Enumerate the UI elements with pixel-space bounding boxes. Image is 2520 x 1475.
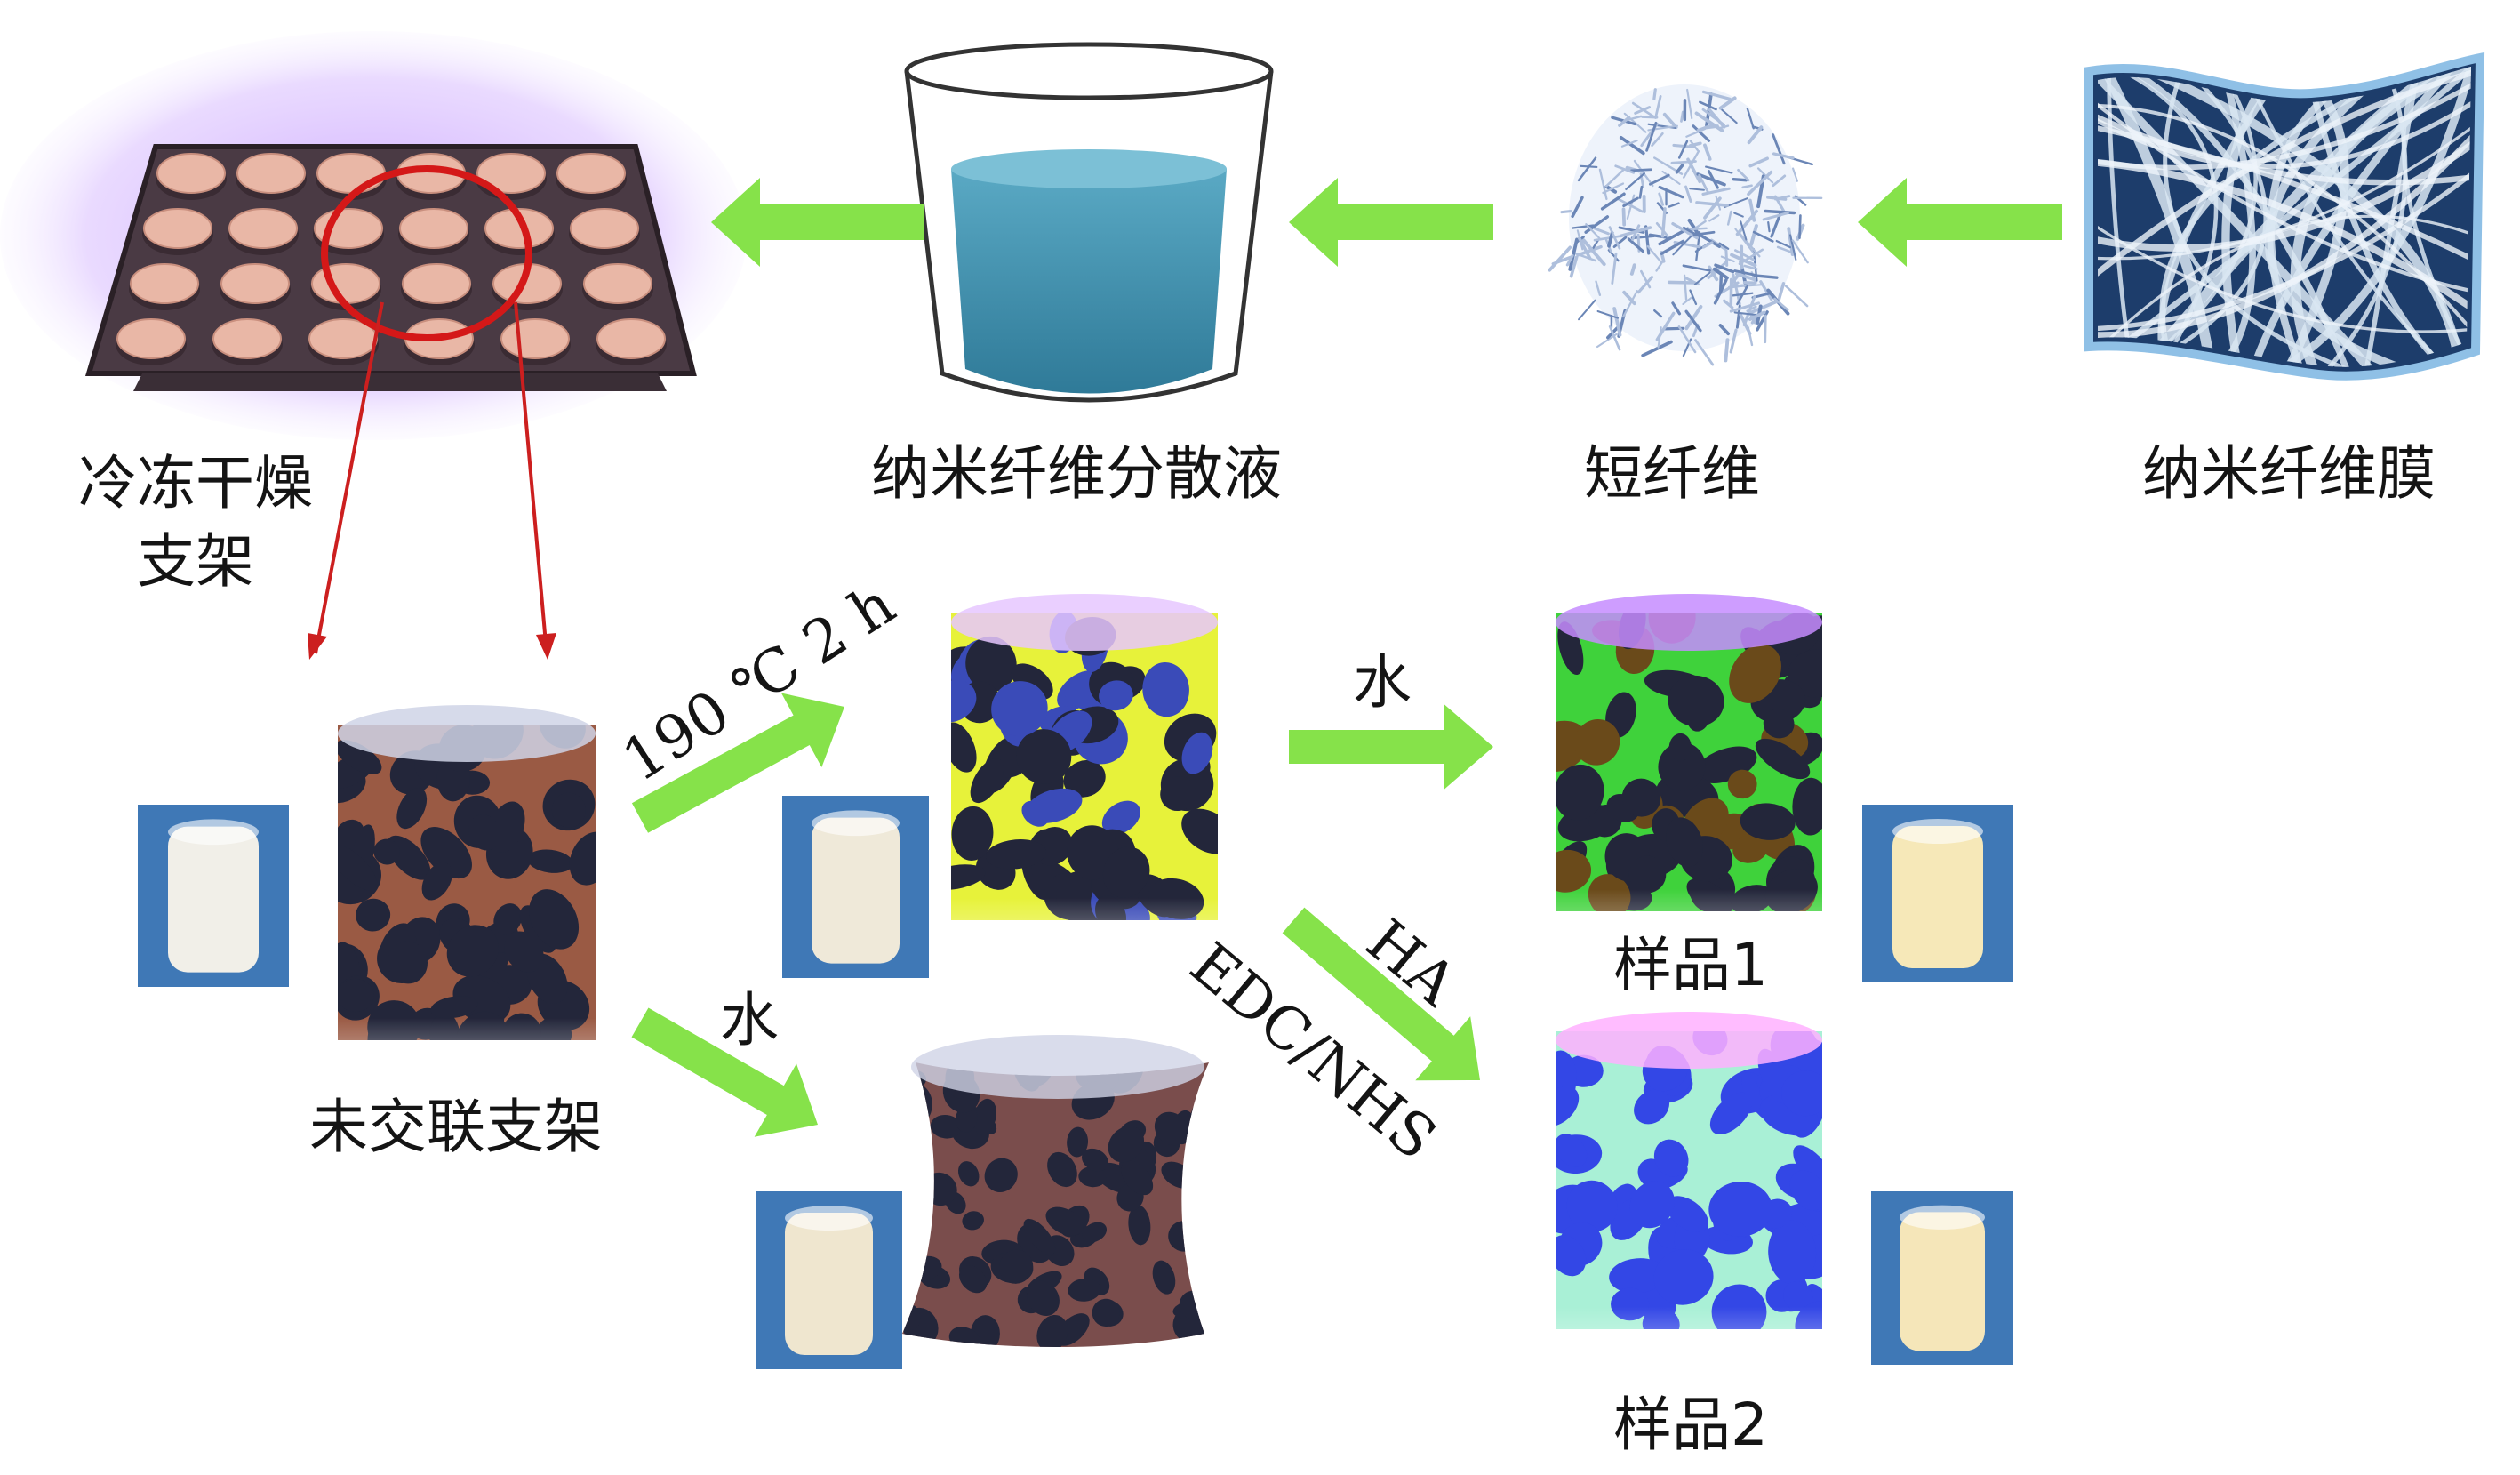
lyophilized-tray <box>0 31 747 440</box>
arrow-label-water-uncrosslinked: 水 <box>720 991 779 1050</box>
label-lyophilized-scaffold: 冷冻干燥支架 <box>62 445 329 601</box>
label-nanofiber-membrane: 纳米纤维膜 <box>2142 445 2436 503</box>
dispersion-beaker <box>907 44 1271 400</box>
short-fibers-clump <box>1549 84 1821 365</box>
collapsed-scaffold <box>892 1035 1229 1357</box>
sample2-cylinder <box>1530 1012 1853 1414</box>
label-sample-2: 样品2 <box>1613 1396 1768 1455</box>
label-sample-1: 样品1 <box>1613 936 1768 995</box>
top-arrows <box>711 178 2062 267</box>
label-nanofiber-dispersion: 纳米纤维分散液 <box>871 445 1282 503</box>
uncrosslinked-cylinder <box>314 695 621 1125</box>
heated-cylinder <box>921 594 1244 1005</box>
arrow-label-water-sample1: 水 <box>1353 653 1412 712</box>
label-uncrosslinked-scaffold: 未交联支架 <box>309 1098 603 1157</box>
label-short-fibers: 短纤维 <box>1584 445 1760 503</box>
nanofiber-membrane-sheet <box>2075 53 2493 382</box>
